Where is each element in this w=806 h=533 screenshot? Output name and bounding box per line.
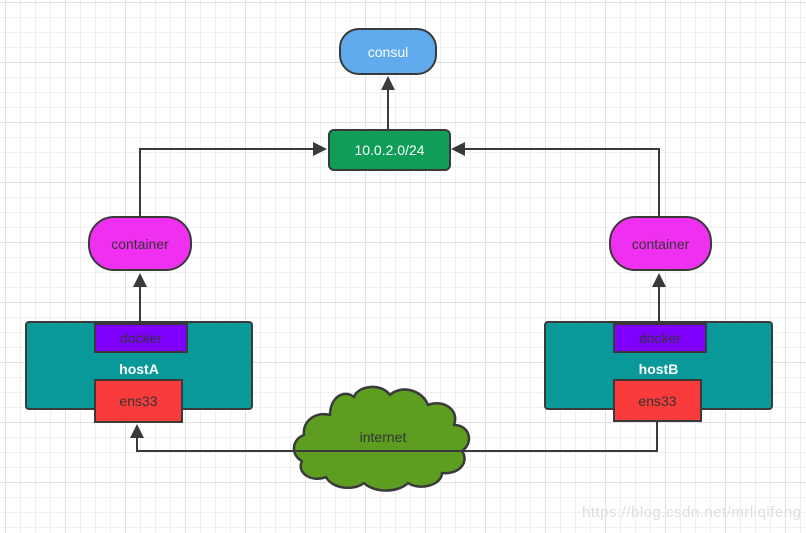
arrowhead-to-consul [381, 76, 395, 90]
node-docker-a: docker [94, 323, 188, 353]
host-a-label: hostA [119, 361, 159, 377]
edge-containerB-vertical [658, 149, 660, 216]
edge-containerA-horizontal [139, 148, 315, 150]
edge-dockerA-to-containerA [139, 286, 141, 323]
cloud-path [292, 385, 471, 492]
edge-internet-horizontal [136, 450, 658, 452]
node-ens33-a: ens33 [94, 379, 183, 423]
arrowhead-to-ens33A [130, 424, 144, 438]
arrowhead-to-containerA [133, 273, 147, 287]
node-host-b: hostB docker ens33 [544, 321, 773, 422]
node-internet-cloud: internet [290, 381, 476, 492]
host-b-label: hostB [638, 361, 679, 377]
edge-subnet-to-consul [387, 89, 389, 129]
arrowhead-to-subnet-right [451, 142, 465, 156]
node-subnet: 10.0.2.0/24 [328, 129, 451, 171]
node-container-left: container [88, 216, 192, 271]
edge-containerB-horizontal [465, 148, 660, 150]
node-host-a: hostA docker ens33 [25, 321, 253, 423]
node-ens33-b: ens33 [613, 379, 702, 422]
arrowhead-to-containerB [652, 273, 666, 287]
watermark-text: https://blog.csdn.net/mrliqifeng [582, 504, 802, 521]
docker-a-label: docker [119, 330, 163, 346]
ens33-b-label: ens33 [638, 392, 677, 409]
node-docker-b: docker [613, 323, 707, 353]
node-consul: consul [339, 28, 437, 75]
cloud-shape [292, 385, 471, 492]
edge-up-to-ens33A [136, 438, 138, 452]
container-right-label: container [631, 235, 690, 252]
container-left-label: container [111, 235, 169, 252]
subnet-label: 10.0.2.0/24 [354, 142, 425, 158]
docker-b-label: docker [638, 330, 682, 346]
arrowhead-to-subnet-left [313, 142, 327, 156]
edge-ens33B-down [656, 422, 658, 452]
ens33-a-label: ens33 [119, 393, 158, 409]
node-container-right: container [609, 216, 712, 271]
internet-label: internet [359, 429, 407, 445]
edge-dockerB-to-containerB [658, 286, 660, 323]
consul-label: consul [367, 43, 409, 60]
edge-containerA-vertical [139, 149, 141, 216]
